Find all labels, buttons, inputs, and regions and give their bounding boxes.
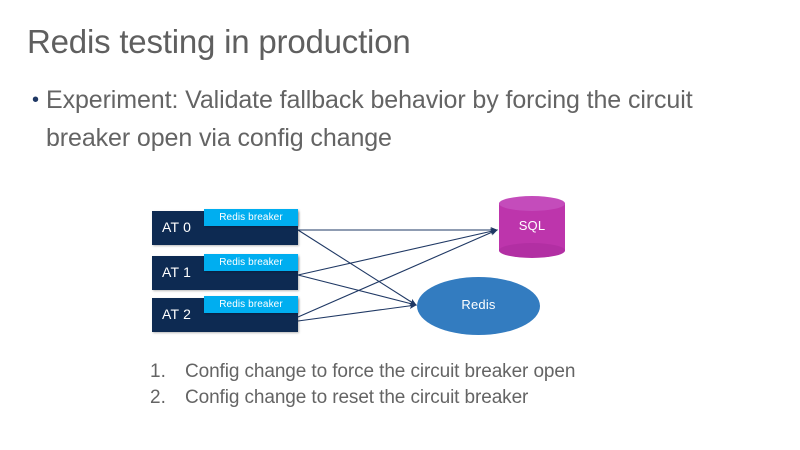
bullet-text: Experiment: Validate fallback behavior b… (46, 86, 693, 152)
bullet-marker-icon: • (32, 89, 40, 111)
page-title: Redis testing in production (27, 23, 411, 60)
redis-cache-ellipse[interactable]: Redis (417, 277, 540, 335)
step-number: 2. (150, 387, 166, 408)
steps-ordered-list: 1. Config change to force the circuit br… (150, 361, 770, 413)
redis-breaker-chip-at2[interactable]: Redis breaker (204, 296, 298, 313)
redis-breaker-chip-at1[interactable]: Redis breaker (204, 254, 298, 271)
connector-at0-redis (297, 229, 417, 306)
connector-at1-redis (297, 274, 418, 307)
app-tier-node-at2-label: AT 2 (162, 306, 192, 322)
app-tier-node-at1[interactable]: AT 1 Redis breaker (152, 254, 298, 290)
redis-breaker-chip-at2-label: Redis breaker (219, 299, 283, 310)
redis-breaker-chip-at1-label: Redis breaker (219, 257, 283, 268)
step-number: 1. (150, 361, 166, 382)
app-tier-node-at0[interactable]: AT 0 Redis breaker (152, 209, 298, 245)
sql-database-cylinder[interactable]: SQL (499, 196, 565, 258)
app-tier-node-at2[interactable]: AT 2 Redis breaker (152, 296, 298, 332)
connector-at2-redis (297, 302, 418, 322)
step-text: Config change to reset the circuit break… (185, 387, 529, 408)
connector-at2-sql (297, 229, 499, 318)
redis-cache-label: Redis (461, 297, 496, 312)
sql-database-label: SQL (518, 218, 546, 233)
redis-breaker-chip-at0[interactable]: Redis breaker (204, 209, 298, 226)
architecture-diagram: AT 0 Redis breaker AT 1 Redis breaker AT… (0, 185, 800, 350)
redis-breaker-chip-at0-label: Redis breaker (219, 212, 283, 223)
list-item: 2. Config change to reset the circuit br… (150, 387, 770, 413)
connector-at1-sql (297, 228, 499, 276)
app-tier-node-at1-label: AT 1 (162, 264, 192, 280)
sql-cylinder-top (499, 196, 565, 211)
bullet-point: • Experiment: Validate fallback behavior… (28, 81, 780, 157)
connector-lines (297, 226, 499, 322)
sql-cylinder-bottom (499, 243, 565, 258)
app-tier-node-at0-label: AT 0 (162, 219, 192, 235)
list-item: 1. Config change to force the circuit br… (150, 361, 770, 387)
step-text: Config change to force the circuit break… (185, 361, 576, 382)
